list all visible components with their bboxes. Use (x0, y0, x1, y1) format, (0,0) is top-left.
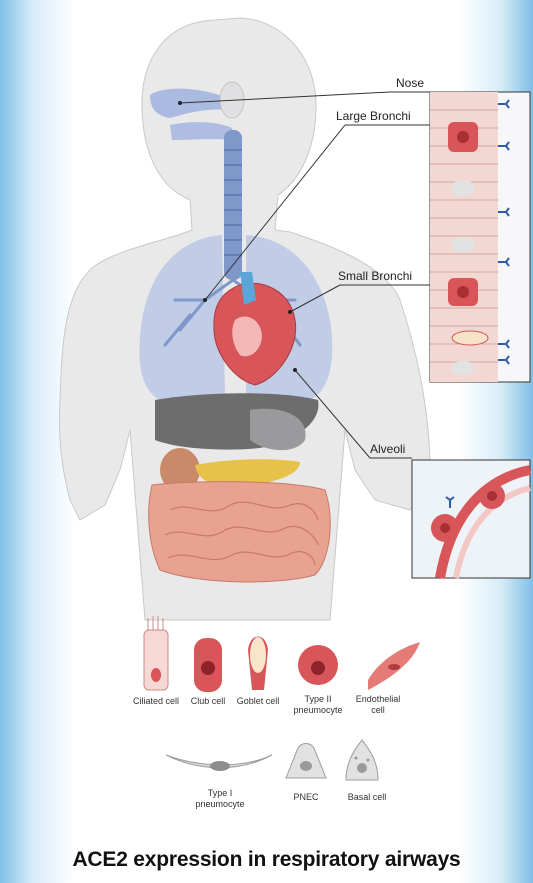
label-large-bronchi: Large Bronchi (336, 109, 411, 123)
legend-endothelial-label: Endothelial cell (350, 694, 406, 716)
label-alveoli: Alveoli (370, 442, 405, 456)
legend-ciliated-cell-icon (144, 616, 168, 690)
legend-basal-cell-icon (346, 740, 378, 780)
legend-pnec-label: PNEC (286, 792, 326, 803)
legend-type2-pneumocyte-icon (298, 645, 338, 685)
alveoli-inset (412, 460, 530, 578)
label-small-bronchi: Small Bronchi (338, 269, 412, 283)
legend-club-cell-icon (194, 638, 222, 692)
diagram-title: ACE2 expression in respiratory airways (0, 848, 533, 872)
legend-basal-label: Basal cell (342, 792, 392, 803)
legend-club-label: Club cell (186, 696, 230, 707)
legend-type2-label: Type II pneumocyte (288, 694, 348, 716)
label-nose: Nose (396, 76, 424, 90)
legend-type1-pneumocyte-icon (166, 755, 272, 771)
legend-goblet-label: Goblet cell (232, 696, 284, 707)
legend-type1-label: Type I pneumocyte (190, 788, 250, 810)
legend-ciliated-label: Ciliated cell (128, 696, 184, 707)
bronchial-epithelium-inset (430, 92, 530, 382)
legend-goblet-cell-icon (248, 637, 268, 691)
legend-endothelial-cell-icon (368, 642, 420, 690)
legend-pnec-icon (286, 744, 326, 779)
